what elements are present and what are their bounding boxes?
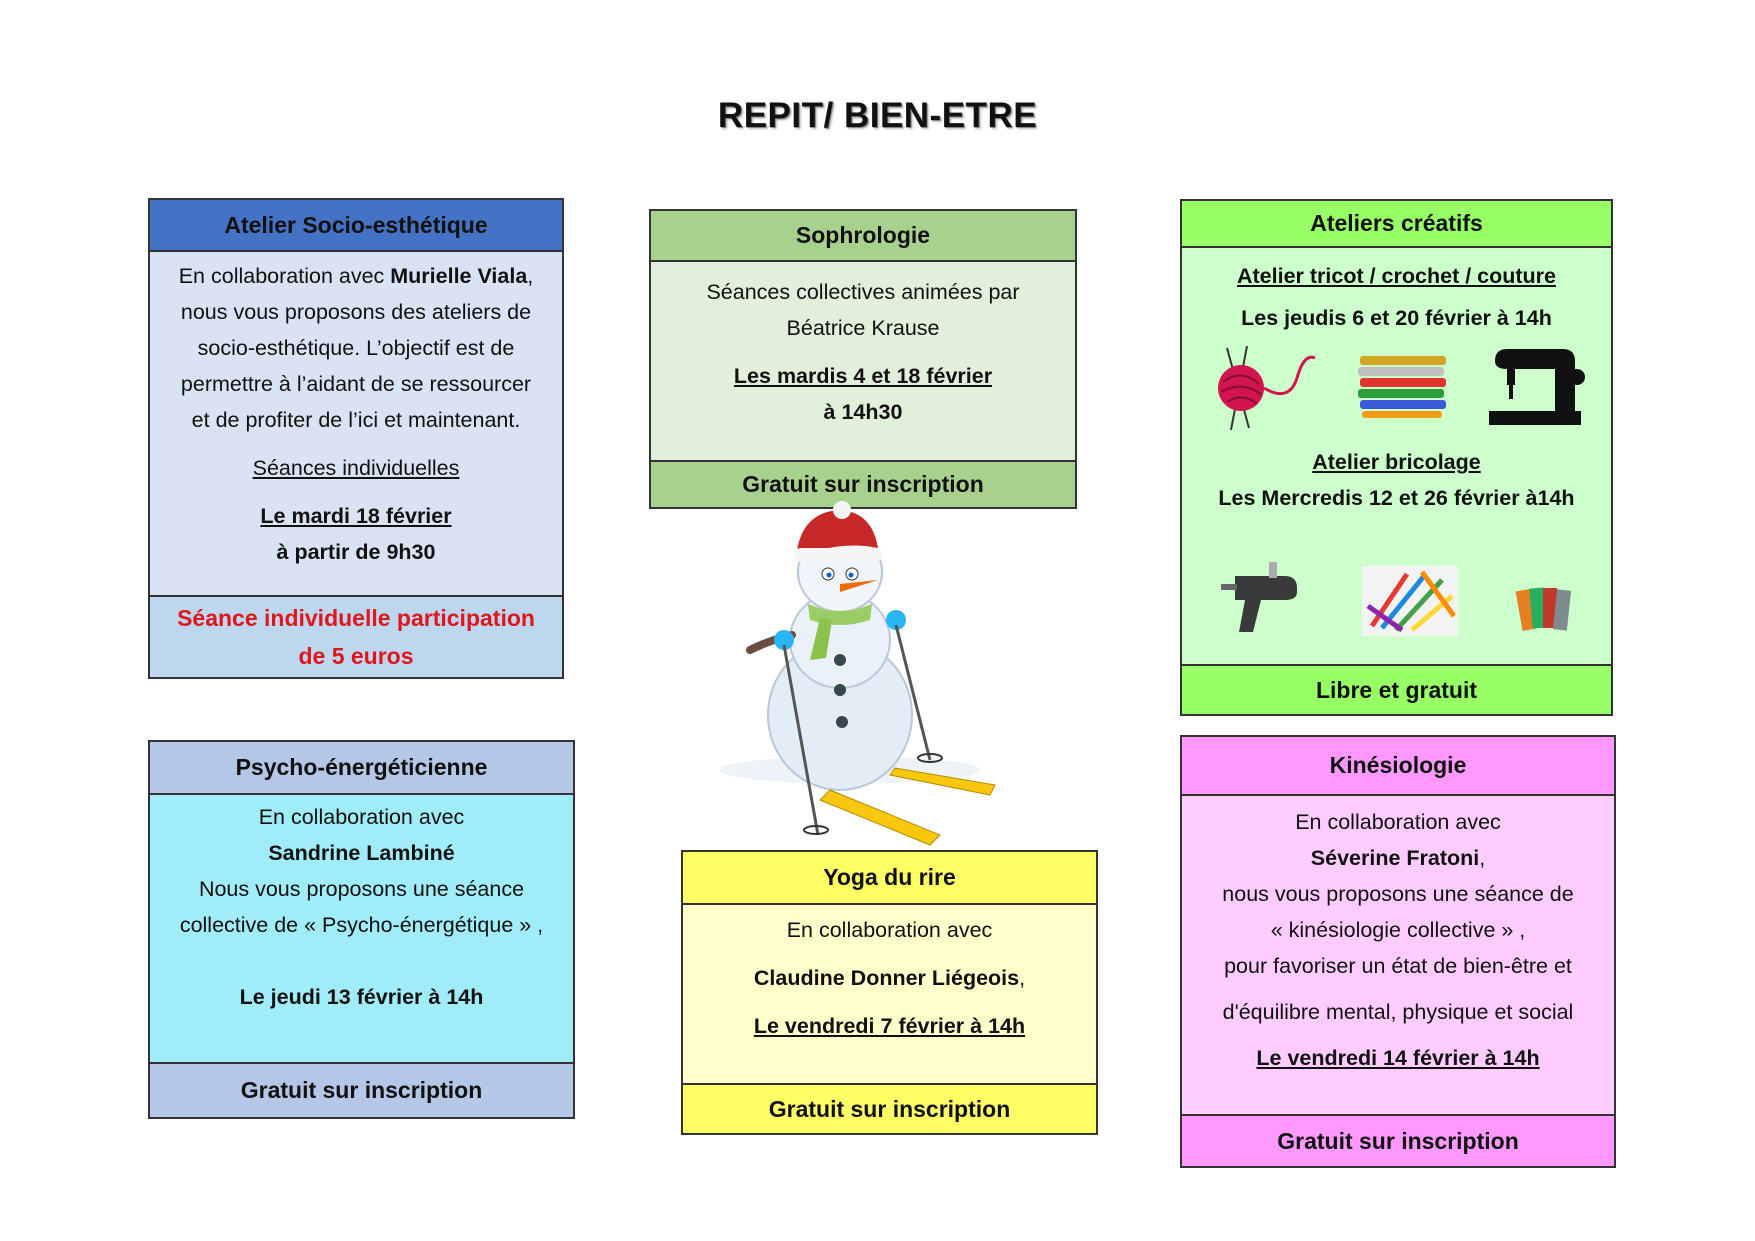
card-title: Atelier Socio-esthétique [224, 211, 488, 238]
collaborator-name: Sandrine Lambiné [268, 841, 455, 865]
workshop-title: Atelier tricot / crochet / couture [1237, 264, 1556, 288]
session-date: Le mardi 18 février [260, 504, 452, 528]
body-text: et de profiter de l’ici et maintenant. [191, 408, 521, 432]
card-header: Ateliers créatifs [1182, 201, 1611, 248]
body-text: En collaboration avec [178, 264, 391, 288]
body-text: , [1479, 846, 1486, 870]
body-text: permettre à l’aidant de se ressourcer [180, 372, 532, 396]
workshop-date: Les jeudis 6 et 20 février à 14h [1241, 306, 1552, 330]
sophrologie-card: Sophrologie Séances collectives animées … [649, 209, 1077, 509]
body-text: socio-esthétique. L’objectif est de [197, 336, 515, 360]
snowman-skiing-icon [720, 501, 996, 846]
yarn-ball-icon [1217, 345, 1316, 431]
body-text: Béatrice Krause [786, 316, 940, 340]
card-footer: Gratuit sur inscription [683, 1083, 1096, 1133]
card-header: Sophrologie [651, 211, 1075, 262]
card-title: Ateliers créatifs [1310, 210, 1483, 236]
page-title: REPIT/ BIEN-ETRE [717, 96, 1038, 135]
card-header: Psycho-énergéticienne [150, 742, 573, 795]
collaborator-name: Murielle Viala [390, 264, 528, 288]
card-body: En collaboration avec Sandrine Lambiné N… [150, 795, 573, 1015]
body-text: En collaboration avec [1295, 810, 1501, 834]
card-header: Kinésiologie [1182, 737, 1614, 796]
workshop-title: Atelier bricolage [1312, 450, 1481, 474]
card-body: En collaboration avec Claudine Donner Li… [683, 905, 1096, 1045]
psycho-energeticienne-card: Psycho-énergéticienne En collaboration a… [148, 740, 575, 1119]
footer-text: Gratuit sur inscription [742, 471, 984, 497]
card-footer: Séance individuelle participation de 5 e… [150, 595, 562, 677]
card-title: Sophrologie [795, 222, 931, 248]
markers-icon [1361, 566, 1458, 636]
card-title: Yoga du rire [823, 864, 956, 890]
sewing-machine-icon [1488, 349, 1585, 425]
card-body: En collaboration avec Séverine Fratoni, … [1182, 796, 1614, 1076]
card-body: Atelier tricot / crochet / couture Les j… [1182, 248, 1611, 636]
session-date: Le vendredi 7 février à 14h [753, 1014, 1026, 1038]
collaborator-name: Séverine Fratoni [1310, 846, 1480, 870]
footer-text: de 5 euros [298, 643, 414, 669]
card-footer: Libre et gratuit [1182, 664, 1611, 714]
card-title: Kinésiologie [1329, 752, 1467, 778]
glue-gun-icon [1220, 562, 1297, 632]
card-body: En collaboration avec Murielle Viala, no… [150, 252, 562, 570]
body-text: Nous vous proposons une séance [198, 877, 525, 901]
body-text: , [1019, 966, 1026, 990]
footer-text: Séance individuelle participation [177, 605, 535, 631]
session-time: à 14h30 [823, 400, 903, 424]
card-body: Séances collectives animées par Béatrice… [651, 262, 1075, 430]
yoga-du-rire-card: Yoga du rire En collaboration avec Claud… [681, 850, 1098, 1135]
card-header: Atelier Socio-esthétique [150, 200, 562, 252]
body-text: Séances collectives animées par [706, 280, 1020, 304]
card-header: Yoga du rire [683, 852, 1096, 905]
body-text: , [527, 264, 534, 288]
body-text: « kinésiologie collective » , [1270, 918, 1526, 942]
session-time: à partir de 9h30 [276, 540, 436, 564]
body-text: nous vous proposons une séance de [1222, 882, 1574, 906]
body-text: collective de « Psycho-énergétique » , [179, 913, 544, 937]
card-title: Psycho-énergéticienne [235, 754, 488, 780]
body-text: nous vous proposons des ateliers de [180, 300, 532, 324]
footer-text: Gratuit sur inscription [768, 1095, 1011, 1122]
kinesiologie-card: Kinésiologie En collaboration avec Séver… [1180, 735, 1616, 1168]
session-date: Le jeudi 13 février à 14h [239, 985, 484, 1009]
body-text: En collaboration avec [258, 805, 465, 829]
craft-icons-row [1182, 516, 1611, 636]
collaborator-name: Claudine Donner Liégeois [753, 966, 1020, 990]
paper-samples-icon [1515, 587, 1571, 631]
craft-icons-row [1182, 336, 1611, 436]
footer-text: Gratuit sur inscription [240, 1077, 483, 1103]
card-footer: Gratuit sur inscription [150, 1062, 573, 1117]
workshop-date: Les Mercredis 12 et 26 février à14h [1218, 486, 1575, 510]
session-date: Le vendredi 14 février à 14h [1256, 1046, 1540, 1070]
socio-esthetique-card: Atelier Socio-esthétique En collaboratio… [148, 198, 564, 679]
body-text: pour favoriser un état de bien-être et [1224, 954, 1572, 978]
footer-text: Libre et gratuit [1315, 676, 1477, 703]
session-type: Séances individuelles [252, 456, 460, 480]
card-footer: Gratuit sur inscription [651, 460, 1075, 507]
session-date: Les mardis 4 et 18 février [733, 364, 993, 388]
body-text: En collaboration avec [786, 918, 993, 942]
footer-text: Gratuit sur inscription [1277, 1127, 1519, 1154]
ateliers-creatifs-card: Ateliers créatifs Atelier tricot / croch… [1180, 199, 1613, 716]
body-text: d'équilibre mental, physique et social [1222, 1000, 1574, 1024]
card-footer: Gratuit sur inscription [1182, 1114, 1614, 1166]
glitter-tubes-icon [1357, 356, 1446, 418]
